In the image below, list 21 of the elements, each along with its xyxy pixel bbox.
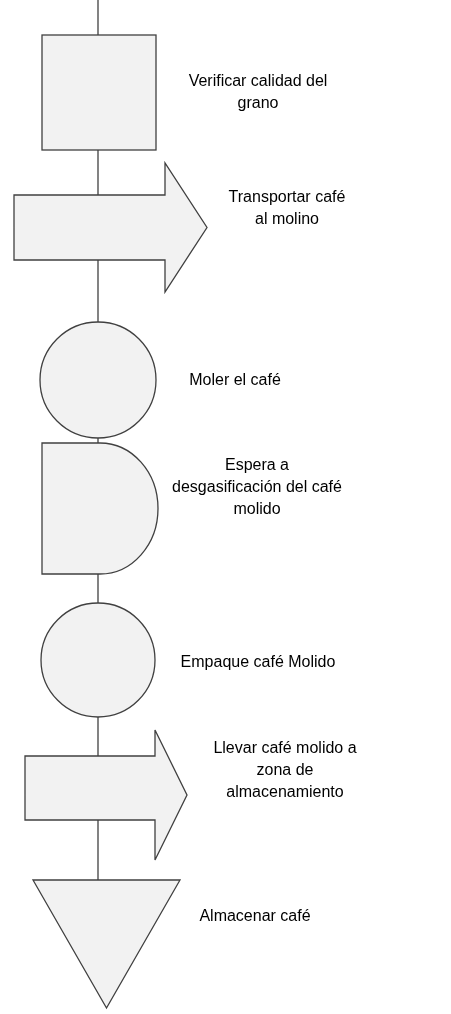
step-label: Empaque café Molido [179, 652, 337, 672]
delay-symbol [42, 443, 158, 574]
step-label: Llevar café molido a zona de almacenamiento [212, 738, 358, 802]
connector-line [97, 716, 99, 757]
step-label: Almacenar café [198, 906, 312, 926]
connector-line [97, 259, 99, 323]
operation-circle [41, 603, 155, 717]
connector-line [97, 573, 99, 604]
connector-line [97, 819, 99, 881]
transport-symbol [25, 730, 187, 860]
connector-line [97, 437, 99, 444]
transport-symbol [14, 163, 207, 292]
step-label: Transportar café al molino [227, 187, 347, 229]
operation-circle [40, 322, 156, 438]
step-label: Espera a desgasificación del café molido [172, 455, 342, 519]
inspection-square [42, 35, 156, 150]
storage-triangle [33, 880, 180, 1008]
step-label: Moler el café [188, 370, 282, 390]
connector-line [97, 149, 99, 196]
connector-line [97, 0, 99, 36]
step-label: Verificar calidad del grano [187, 71, 329, 113]
